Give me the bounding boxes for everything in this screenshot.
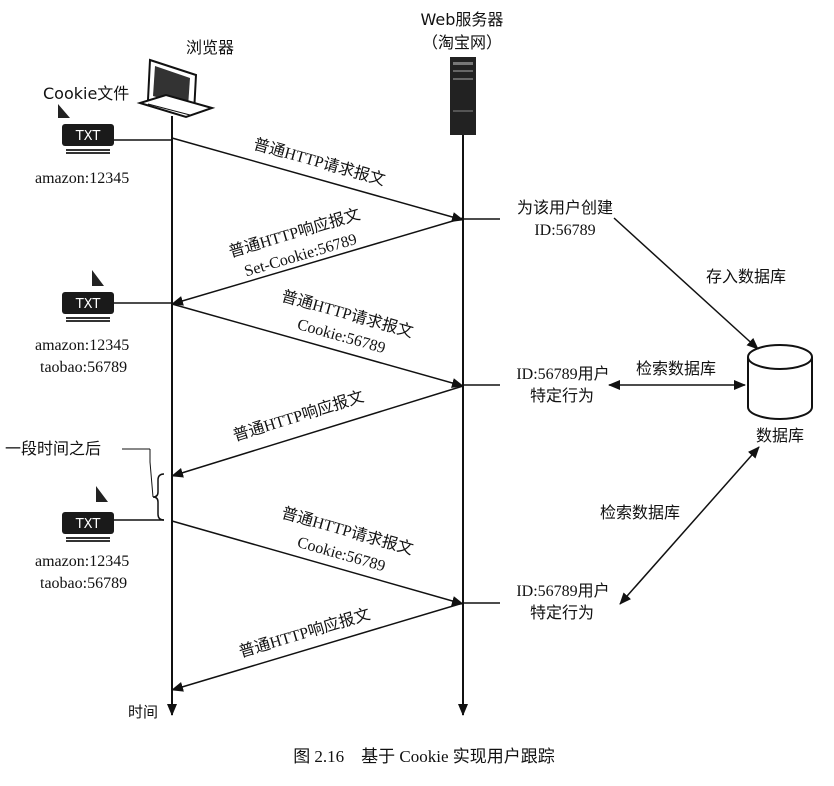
database-icon: [747, 344, 813, 420]
database-label: 数据库: [756, 426, 804, 445]
server-note: ID:56789: [534, 222, 595, 239]
store-db-arrow: [613, 217, 759, 350]
figure-caption: 图 2.16 基于 Cookie 实现用户跟踪: [293, 747, 555, 766]
cookie-entry: taobao:56789: [40, 575, 127, 592]
cookie-file-2: TXT amazon:12345 taobao:56789: [35, 270, 129, 376]
message-arrow: [171, 137, 464, 222]
lookup-db-arrow: [619, 446, 760, 605]
cookie-entry: amazon:12345: [35, 337, 129, 354]
message-arrow: [171, 217, 464, 306]
lookup-db-label: 检索数据库: [600, 503, 680, 522]
cookie-file-3: TXT amazon:12345 taobao:56789: [35, 486, 129, 592]
txt-icon-label: TXT: [75, 129, 101, 144]
gap-brace: [152, 473, 165, 521]
txt-icon-label: TXT: [75, 297, 101, 312]
browser-label: 浏览器: [186, 38, 234, 57]
cookie-file-label: Cookie文件: [43, 84, 129, 103]
server-note: 特定行为: [530, 603, 594, 622]
txt-icon-label: TXT: [75, 517, 101, 532]
message-arrow: [171, 303, 464, 388]
cookie-entry: taobao:56789: [40, 359, 127, 376]
message-label: 普通HTTP请求报文: [251, 135, 387, 189]
cookie-entry: amazon:12345: [35, 170, 129, 187]
message-arrow: [171, 385, 464, 478]
server-note: 特定行为: [530, 386, 594, 405]
message-label: 普通HTTP响应报文: [237, 604, 373, 661]
cookie-entry: amazon:12345: [35, 553, 129, 570]
time-axis-label: 时间: [128, 703, 158, 721]
store-db-label: 存入数据库: [706, 267, 786, 286]
message-arrow: [171, 520, 464, 606]
gap-label: 一段时间之后: [5, 439, 101, 458]
cookie-file-1: TXT amazon:12345: [35, 104, 129, 187]
server-label: Web服务器: [421, 10, 504, 29]
server-sublabel: （淘宝网）: [422, 33, 502, 52]
server-note: ID:56789用户: [516, 365, 609, 383]
server-note: 为该用户创建: [517, 198, 613, 217]
computer-icon: [136, 58, 216, 119]
message-arrow: [171, 602, 464, 692]
server-icon: [450, 57, 476, 135]
server-note: ID:56789用户: [516, 582, 609, 600]
lookup-db-label: 检索数据库: [636, 359, 716, 378]
